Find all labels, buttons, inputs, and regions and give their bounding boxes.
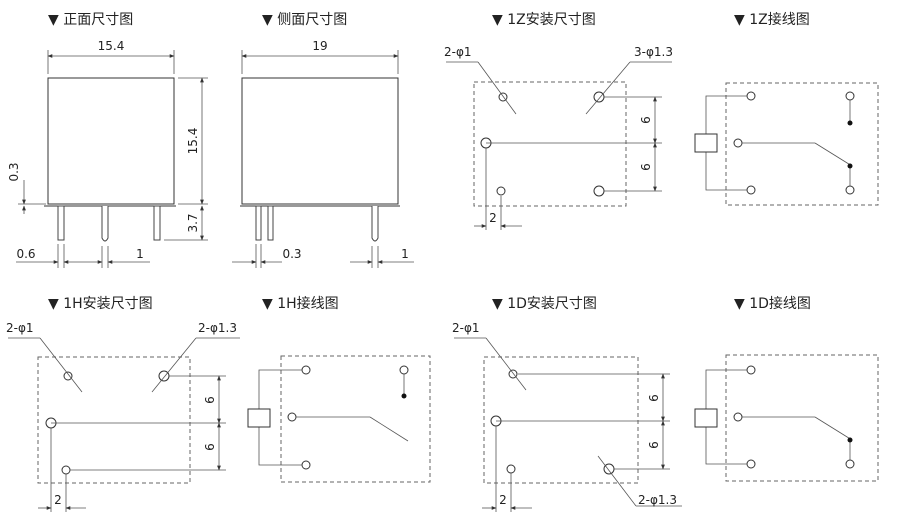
install-1z-hole-4: [496, 186, 506, 196]
side-body-outline: [241, 77, 399, 205]
front-height-label: 15.4: [186, 128, 200, 155]
front-body-outline: [47, 77, 175, 205]
side-view-title: ▼ 侧面尺寸图: [262, 12, 347, 28]
wiring-1h-view: ▼ 1H接线图: [247, 295, 431, 483]
wiring-1z-outline: [725, 82, 879, 206]
install-1d-view: ▼ 1D安装尺寸图 2-φ1 2-φ1.3 6 6 2: [452, 296, 682, 512]
front-pin-pitch-label: 1: [136, 247, 144, 261]
side-pin-3: [371, 206, 379, 242]
front-view-title: ▼ 正面尺寸图: [48, 12, 133, 28]
front-base-offset-label: 0.3: [7, 162, 21, 181]
side-view: ▼ 侧面尺寸图 19 0.3 1: [232, 12, 414, 268]
install-1h-pitch-2-label: 6: [203, 443, 217, 451]
install-1d-hole-a-label: 2-φ1: [452, 321, 480, 335]
front-pin-1: [57, 205, 65, 241]
install-1z-hole-2: [593, 91, 605, 103]
install-1h-hole-a-label: 2-φ1: [6, 321, 34, 335]
wiring-1d-title: ▼ 1D接线图: [734, 295, 811, 312]
install-1z-view: ▼ 1Z安装尺寸图 2-φ1 3-φ1.3 6 6 2: [444, 12, 673, 230]
wiring-1h-coil: [247, 408, 271, 428]
front-width-label: 15.4: [98, 39, 125, 53]
install-1h-pitch-1-label: 6: [203, 396, 217, 404]
front-pin-length-label: 3.7: [186, 213, 200, 232]
install-1d-pitch-1-label: 6: [647, 394, 661, 402]
install-1d-pitch-2-label: 6: [647, 441, 661, 449]
install-1z-title: ▼ 1Z安装尺寸图: [492, 12, 596, 28]
install-1h-outline: [37, 356, 191, 484]
install-1h-hole-b-label: 2-φ1.3: [198, 321, 237, 335]
install-1h-title: ▼ 1H安装尺寸图: [48, 296, 153, 312]
side-pin-2: [267, 205, 274, 241]
wiring-1h-switch-arm: [369, 416, 409, 442]
install-1z-hole-a-label: 2-φ1: [444, 45, 472, 59]
install-1h-offset-label: 2: [54, 493, 62, 507]
side-width-label: 19: [312, 39, 327, 53]
wiring-1h-title: ▼ 1H接线图: [262, 295, 339, 312]
install-1d-offset-label: 2: [499, 493, 507, 507]
wiring-1z-title: ▼ 1Z接线图: [734, 11, 810, 28]
front-pin-3: [153, 205, 161, 241]
wiring-1h-outline: [280, 355, 431, 483]
front-view: ▼ 正面尺寸图 15.4 15.4 3.7 0.3: [7, 12, 208, 268]
wiring-1d-outline: [725, 354, 879, 482]
install-1d-hole-b-label: 2-φ1.3: [638, 493, 677, 507]
wiring-1z-view: ▼ 1Z接线图: [694, 11, 879, 206]
install-1z-offset-label: 2: [489, 211, 497, 225]
side-pin-1: [255, 205, 262, 241]
front-pin-2: [101, 206, 109, 242]
wiring-1z-coil: [694, 133, 718, 153]
install-1z-pitch-2-label: 6: [639, 163, 653, 171]
front-pin-left-label: 0.6: [16, 247, 35, 261]
side-pin-left-label: 0.3: [282, 247, 301, 261]
install-1d-title: ▼ 1D安装尺寸图: [492, 296, 597, 312]
wiring-1d-view: ▼ 1D接线图: [694, 295, 879, 482]
install-1z-pitch-1-label: 6: [639, 116, 653, 124]
wiring-1d-coil: [694, 408, 718, 428]
wiring-1d-switch-arm: [814, 416, 853, 441]
install-1d-outline: [483, 356, 639, 484]
install-1h-view: ▼ 1H安装尺寸图 2-φ1 2-φ1.3 6 6 2: [6, 296, 240, 512]
install-1z-outline: [473, 81, 627, 207]
install-1z-hole-b-label: 3-φ1.3: [634, 45, 673, 59]
wiring-1z-switch-arm: [814, 142, 853, 167]
side-pin-pitch-label: 1: [401, 247, 409, 261]
install-1z-hole-5: [593, 185, 605, 197]
